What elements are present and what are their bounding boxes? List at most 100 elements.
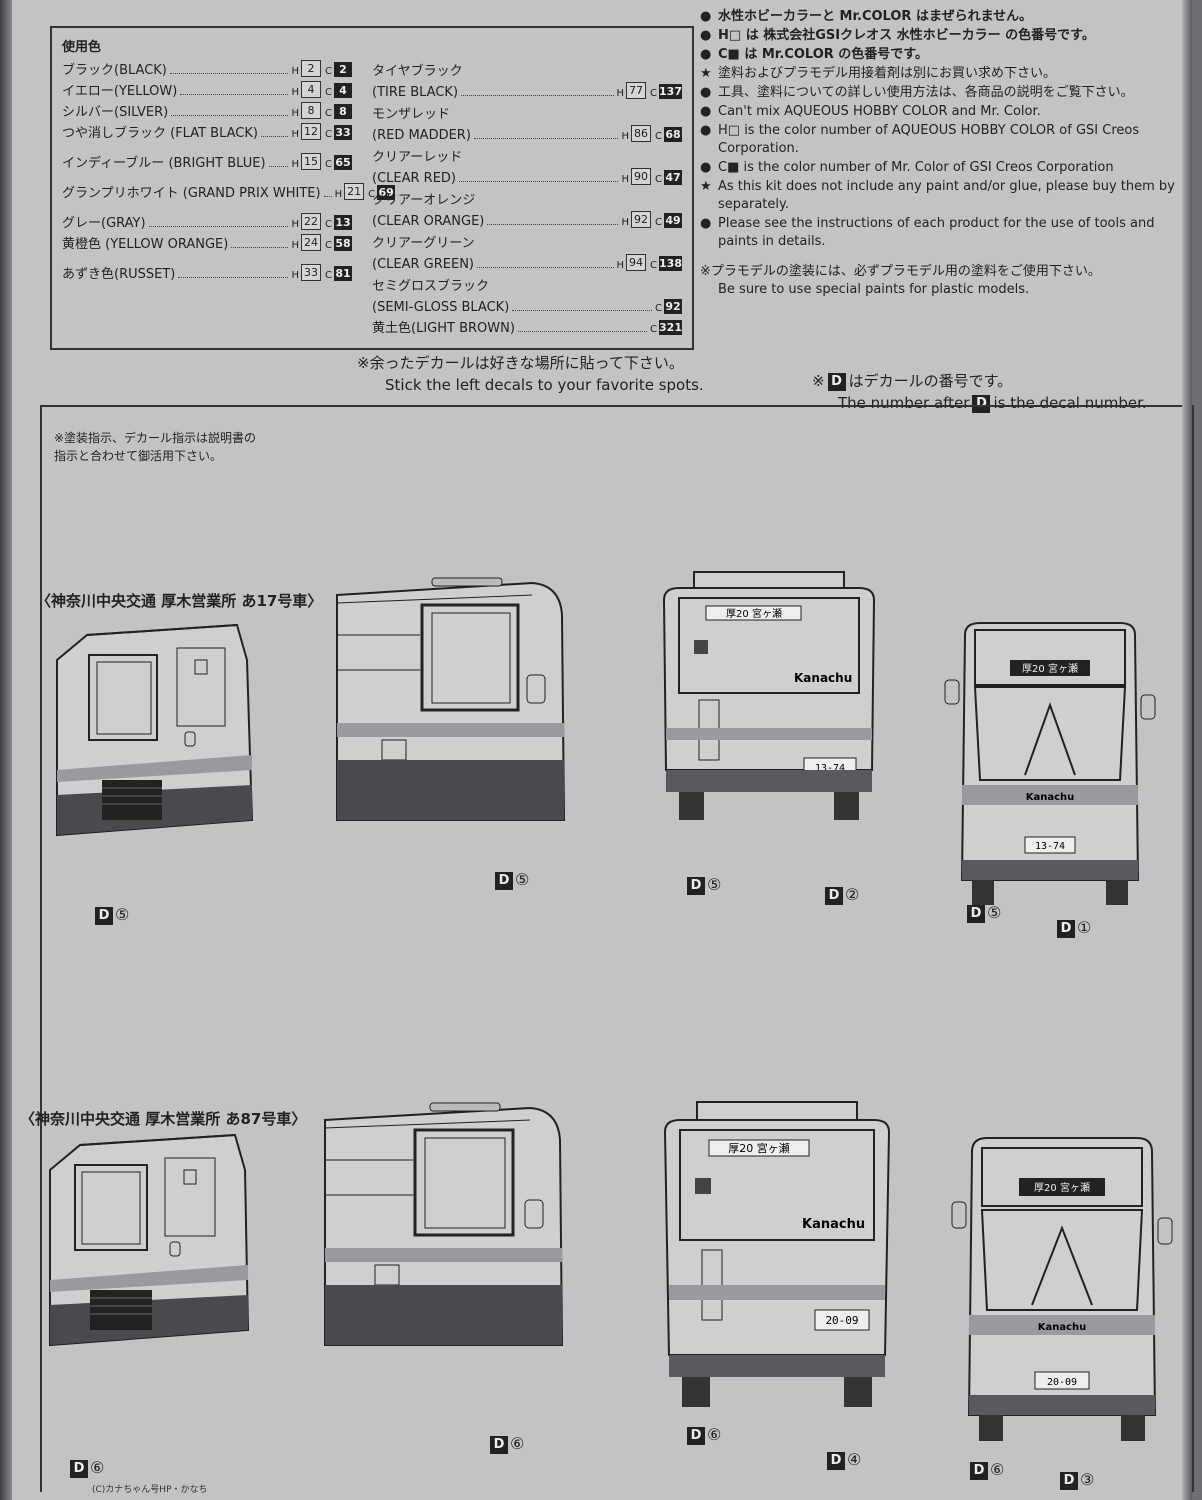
paint-name: ブラック(BLACK) bbox=[62, 63, 167, 78]
mr-color-number: 321 bbox=[659, 320, 682, 335]
mr-color-number: 65 bbox=[334, 155, 352, 170]
leader-dots bbox=[473, 138, 619, 139]
c-prefix: C bbox=[325, 270, 332, 281]
mr-color-number: 49 bbox=[664, 213, 682, 228]
c-prefix: C bbox=[325, 240, 332, 251]
c-prefix: C bbox=[325, 108, 332, 119]
instruction-combine-note: ※塗装指示、デカール指示は説明書の 指示と合わせて御活用下さい。 bbox=[54, 431, 257, 463]
note-text: H□ is the color number of AQUEOUS HOBBY … bbox=[718, 123, 1140, 156]
h-prefix: H bbox=[291, 66, 300, 77]
h-prefix: H bbox=[291, 108, 300, 119]
c-prefix: C bbox=[368, 189, 376, 200]
mr-color-number: 47 bbox=[664, 170, 682, 185]
section2-bus-rear-quarter bbox=[40, 1130, 270, 1360]
paint-name-jp: タイヤブラック bbox=[372, 64, 463, 79]
note-item-4: ●工具、塗料についての詳しい使用方法は、各商品の説明をご覧下さい。 bbox=[700, 84, 1180, 102]
plastic-paint-note-jp: ※プラモデルの塗装には、必ずプラモデル用の塗料をご使用下さい。 bbox=[700, 264, 1101, 279]
mr-color-number: 81 bbox=[334, 266, 352, 281]
section2-bus-side bbox=[320, 1100, 570, 1360]
note-item-9: ● Please see the instructions of each pro… bbox=[700, 215, 1180, 251]
c-prefix: C bbox=[655, 131, 662, 142]
paint-name: インディーブルー (BRIGHT BLUE) bbox=[62, 156, 266, 171]
note-bullet-icon: ● bbox=[700, 216, 712, 231]
mr-color-number: 69 bbox=[377, 185, 396, 200]
section2-bus-rear: 厚20 宮ヶ瀬 Kanachu 20-09 bbox=[647, 1100, 907, 1430]
paint-name: つや消しブラック (FLAT BLACK) bbox=[62, 126, 258, 141]
mr-color-number: 33 bbox=[334, 125, 352, 140]
leader-dots bbox=[512, 310, 653, 311]
aqueous-color-number: 21 bbox=[344, 183, 365, 200]
left-decals-note: ※余ったデカールは好きな場所に貼って下さい。 Stick the left de… bbox=[357, 352, 704, 396]
section1-rear-brand: Kanachu bbox=[794, 671, 852, 685]
section1-bus-side bbox=[332, 575, 572, 835]
paint-name: (RED MADDER) bbox=[372, 128, 471, 143]
note-text: Please see the instructions of each prod… bbox=[718, 216, 1155, 249]
aqueous-color-number: 15 bbox=[301, 153, 322, 170]
paint-name: シルバー(SILVER) bbox=[62, 105, 169, 120]
h-prefix: H bbox=[621, 131, 630, 142]
c-prefix: C bbox=[650, 324, 658, 335]
paint-name: (SEMI-GLOSS BLACK) bbox=[372, 300, 510, 315]
section1-bus-front: 厚20 宮ヶ瀬 Kanachu 13-74 bbox=[940, 615, 1160, 915]
paint-name: イエロー(YELLOW) bbox=[62, 84, 178, 99]
h-prefix: H bbox=[291, 240, 300, 251]
aqueous-color-number: 86 bbox=[631, 125, 652, 142]
section2-title: 〈神奈川中央交通 厚木営業所 あ87号車〉 bbox=[20, 1110, 307, 1128]
paint-name: 黄土色(LIGHT BROWN) bbox=[372, 321, 515, 336]
mr-color-number: 138 bbox=[659, 256, 682, 271]
section1-bus-rear: 厚20 宮ヶ瀬 Kanachu 13-74 bbox=[644, 570, 894, 830]
paint-list-title: 使用色 bbox=[62, 40, 102, 55]
page-binding-shadow bbox=[0, 0, 12, 1500]
note-bullet-icon: ★ bbox=[700, 66, 712, 81]
leader-dots bbox=[148, 226, 289, 227]
mr-color-number: 68 bbox=[664, 127, 682, 142]
note-item-3: ★塗料およびプラモデル用接着剤は別にお買い求め下さい。 bbox=[700, 65, 1180, 83]
paint-name-jp: クリアーグリーン bbox=[372, 236, 475, 251]
plastic-paint-note-en: Be sure to use special paints for plasti… bbox=[718, 282, 1030, 297]
section2-front-dest: 厚20 宮ヶ瀬 bbox=[1034, 1181, 1090, 1194]
note-text: C■ は Mr.COLOR の色番号です。 bbox=[718, 47, 929, 62]
note-text: 工具、塗料についての詳しい使用方法は、各商品の説明をご覧下さい。 bbox=[718, 85, 1134, 100]
c-prefix: C bbox=[650, 88, 658, 99]
h-prefix: H bbox=[291, 270, 300, 281]
note-item-6: ●H□ is the color number of AQUEOUS HOBBY… bbox=[700, 122, 1180, 158]
h-prefix: H bbox=[291, 87, 300, 98]
h-prefix: H bbox=[616, 88, 625, 99]
section2-bus-front: 厚20 宮ヶ瀬 Kanachu 20-09 bbox=[947, 1130, 1177, 1450]
paint-name: あずき色(RUSSET) bbox=[62, 267, 176, 282]
paint-name-jp: セミグロスブラック bbox=[372, 279, 490, 294]
note-text: C■ is the color number of Mr. Color of G… bbox=[718, 160, 1114, 175]
decal-badge-icon: D bbox=[827, 372, 846, 391]
section1-bus-rear-quarter bbox=[47, 620, 277, 850]
c-prefix: C bbox=[650, 260, 658, 271]
paint-name: (CLEAR ORANGE) bbox=[372, 214, 485, 229]
left-decals-note-jp: ※余ったデカールは好きな場所に貼って下さい。 bbox=[357, 354, 684, 372]
aqueous-color-number: 94 bbox=[626, 254, 647, 271]
leader-dots bbox=[180, 94, 289, 95]
aqueous-color-number: 8 bbox=[301, 102, 322, 119]
note-item-7: ●C■ is the color number of Mr. Color of … bbox=[700, 159, 1180, 177]
section2-front-plate: 20-09 bbox=[1047, 1377, 1077, 1388]
mr-color-number: 92 bbox=[664, 299, 682, 314]
aqueous-color-number: 12 bbox=[301, 123, 322, 140]
left-decals-note-en: Stick the left decals to your favorite s… bbox=[385, 376, 704, 394]
c-prefix: C bbox=[325, 66, 332, 77]
